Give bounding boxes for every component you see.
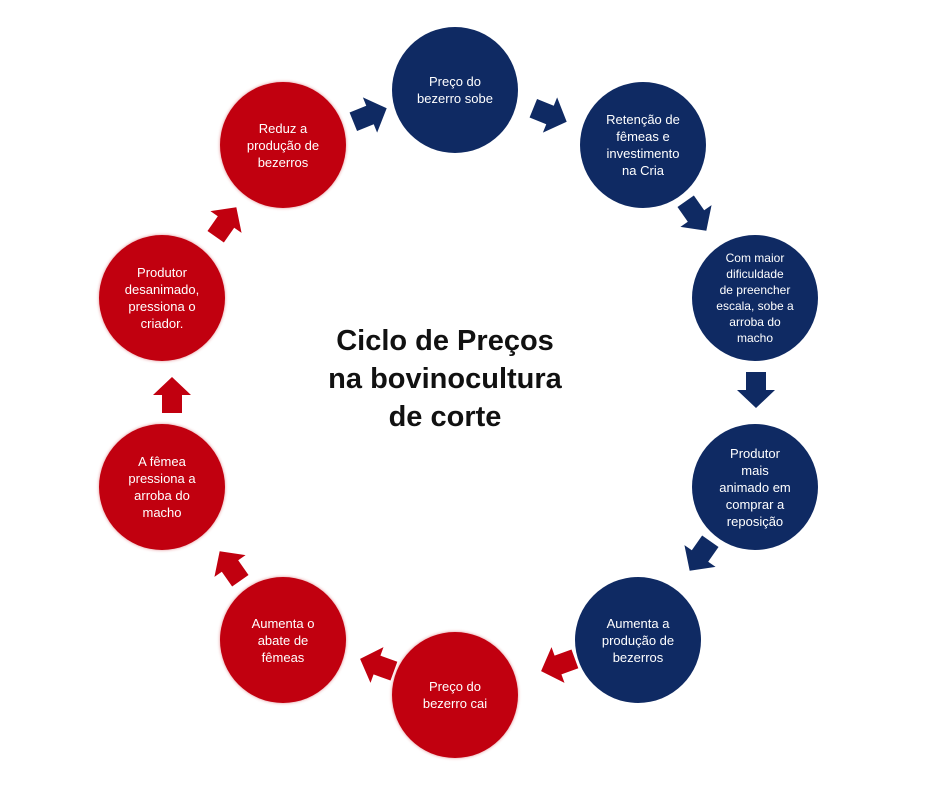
arrow-icon [202, 538, 258, 594]
node-sobe-arroba-macho: Com maior dificuldade de preencher escal… [692, 235, 818, 361]
arrow-icon [532, 639, 583, 690]
node-label: Produtor desanimado, pressiona o criador… [124, 265, 200, 331]
node-aumenta-producao-bezerros: Aumenta a produção de bezerros [575, 577, 701, 703]
arrow-icon [198, 194, 254, 250]
node-label: Aumenta a produção de bezerros [601, 615, 675, 665]
node-retencao-femeas: Retenção de fêmeas e investimento na Cri… [580, 82, 706, 208]
node-label: Retenção de fêmeas e investimento na Cri… [606, 112, 680, 178]
node-label: Preço do bezerro sobe [417, 74, 493, 106]
node-femea-pressiona-arroba: A fêmea pressiona a arroba do macho [99, 424, 225, 550]
diagram-title: Ciclo de Preços na bovinocultura de cort… [328, 325, 562, 433]
arrow-icon [152, 375, 192, 415]
arrow-icon [524, 89, 576, 141]
arrow-icon [736, 370, 776, 410]
node-label: Produtor mais animado em comprar a repos… [719, 445, 791, 529]
node-produtor-animado: Produtor mais animado em comprar a repos… [692, 424, 818, 550]
node-aumenta-abate-femeas: Aumenta o abate de fêmeas [220, 577, 346, 703]
arrow-icon [351, 639, 402, 690]
node-label: A fêmea pressiona a arroba do macho [128, 454, 196, 520]
node-label: Preço do bezerro cai [422, 679, 488, 711]
arrow-icon [344, 89, 396, 141]
arrow-icon [672, 528, 728, 584]
node-preco-bezerro-sobe: Preço do bezerro sobe [392, 27, 518, 153]
node-label: Aumenta o abate de fêmeas [251, 615, 315, 665]
node-label: Com maior dificuldade de preencher escal… [716, 251, 794, 345]
arrow-icon [668, 188, 724, 244]
node-reduz-producao-bezerros: Reduz a produção de bezerros [220, 82, 346, 208]
node-produtor-desanimado: Produtor desanimado, pressiona o criador… [99, 235, 225, 361]
node-label: Reduz a produção de bezerros [246, 120, 320, 170]
node-preco-bezerro-cai: Preço do bezerro cai [392, 632, 518, 758]
